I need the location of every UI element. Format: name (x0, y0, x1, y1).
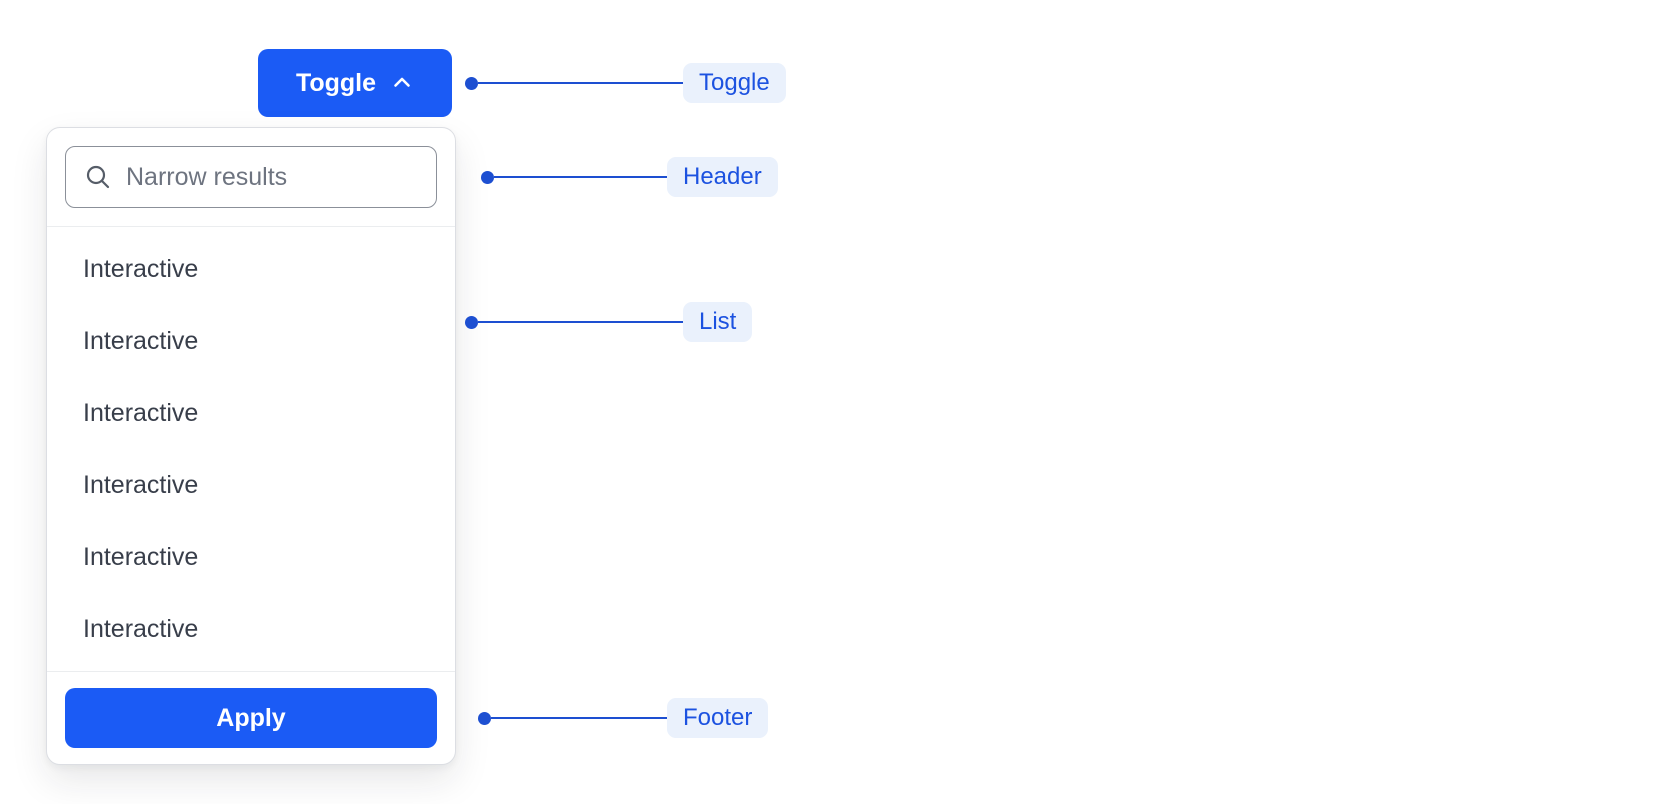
annotation-label-toggle: Toggle (683, 63, 786, 103)
list-item[interactable]: Interactive (83, 326, 199, 355)
connector-dot (465, 315, 478, 329)
search-icon (84, 163, 112, 191)
connector-dot (481, 170, 494, 184)
annotation-list: List (465, 302, 753, 342)
toggle-button-label: Toggle (295, 68, 377, 97)
dropdown-footer: Apply (47, 671, 455, 764)
toggle-button[interactable]: Toggle (258, 49, 452, 117)
list-item[interactable]: Interactive (83, 614, 199, 643)
search-box[interactable] (65, 146, 437, 208)
list-item[interactable]: Interactive (83, 470, 199, 499)
annotation-label-list: List (683, 302, 753, 342)
chevron-up-icon (390, 71, 414, 95)
annotation-footer: Footer (478, 698, 769, 738)
connector-line (478, 320, 683, 324)
annotation-label-footer: Footer (667, 698, 769, 738)
annotation-label-header: Header (667, 157, 778, 197)
search-input[interactable] (126, 162, 418, 192)
connector-line (478, 81, 683, 85)
connector-dot (478, 711, 491, 725)
connector-line (494, 175, 667, 179)
dropdown-panel: Interactive Interactive Interactive Inte… (46, 127, 456, 765)
connector-line (491, 716, 667, 720)
annotation-toggle: Toggle (465, 63, 786, 103)
dropdown-header (47, 128, 455, 227)
list-item[interactable]: Interactive (83, 542, 199, 571)
apply-button[interactable]: Apply (65, 688, 437, 748)
dropdown-list: Interactive Interactive Interactive Inte… (47, 227, 455, 671)
annotation-header: Header (481, 157, 778, 197)
list-item[interactable]: Interactive (83, 254, 199, 283)
connector-dot (465, 76, 478, 90)
list-item[interactable]: Interactive (83, 398, 199, 427)
